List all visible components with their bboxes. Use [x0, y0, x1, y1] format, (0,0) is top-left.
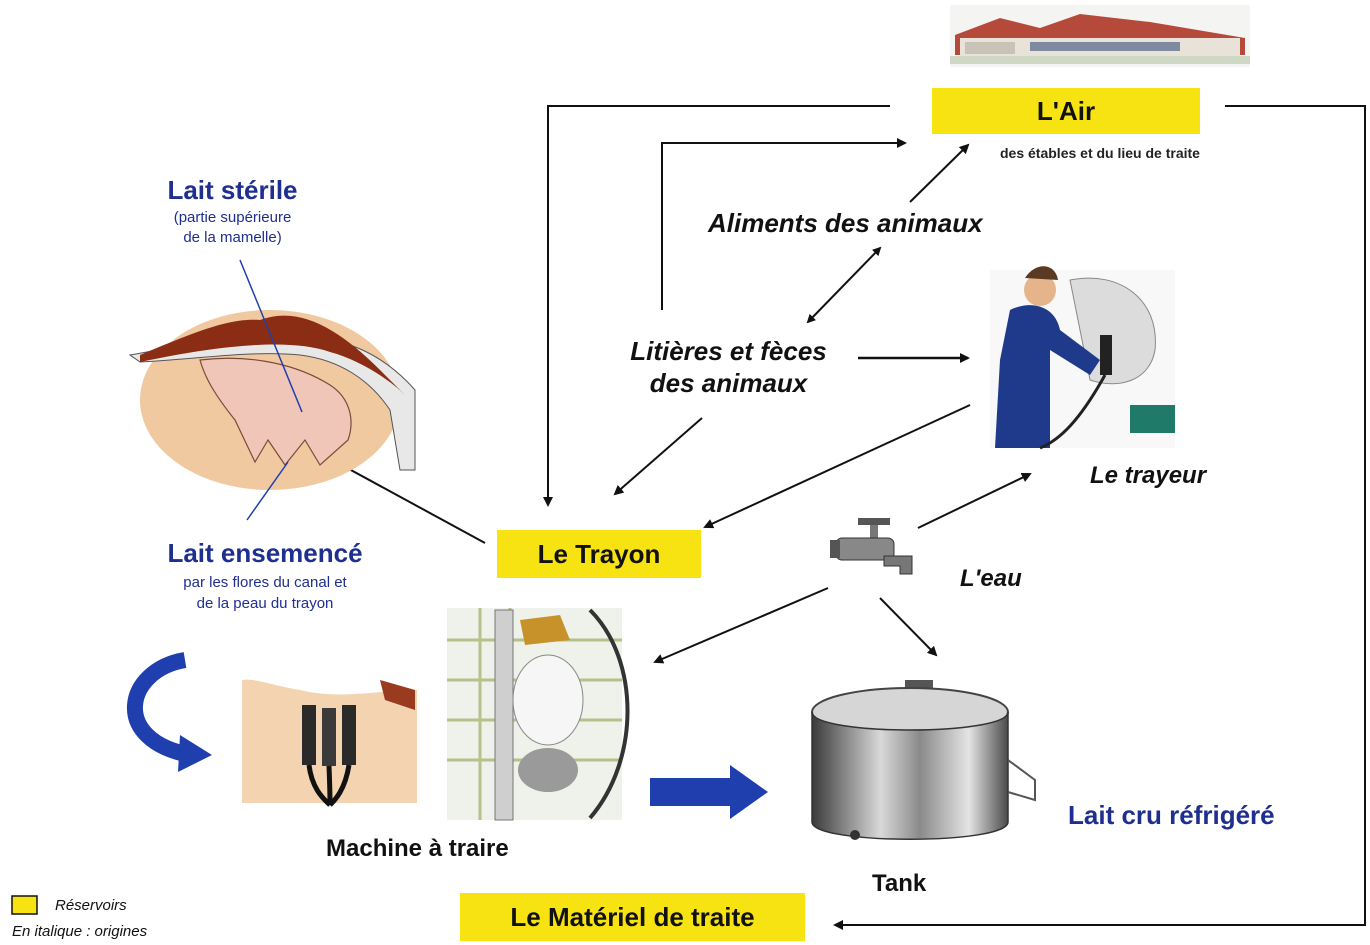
barn-image — [950, 5, 1250, 67]
milking-machine-image — [447, 608, 630, 821]
water-tap-icon — [830, 518, 913, 575]
legend-reservoirs: Réservoirs — [55, 897, 127, 914]
tank-image — [805, 662, 1036, 862]
trayon-to-udder-arrow — [336, 462, 486, 544]
legend-italics: En italique : origines — [12, 923, 148, 940]
eau-to-machine-arrow — [653, 587, 829, 664]
lait-ensemence-line1: par les flores du canal et — [183, 574, 347, 591]
rotation-arrow — [126, 652, 192, 763]
aliments-to-air-arrow — [909, 143, 970, 203]
trayeur-to-trayon-arrow — [703, 404, 971, 529]
trayon-reservoir-box: Le Trayon — [497, 530, 701, 578]
materiel-reservoir-box: Le Matériel de traite — [460, 893, 805, 941]
udder-image — [128, 259, 416, 521]
aliments-label: Aliments des animaux — [708, 208, 983, 238]
litieres-label-line1: Litières et fèces — [630, 336, 827, 366]
litieres-label-line2: des animaux — [649, 368, 808, 398]
air-subtitle: des étables et du lieu de traite — [1000, 145, 1200, 161]
materiel-reservoir-label: Le Matériel de traite — [510, 901, 755, 932]
air-to-trayon-arrow — [543, 105, 890, 507]
litieres-to-trayon-arrow — [613, 417, 703, 496]
lait-ensemence-title: Lait ensemencé — [167, 538, 363, 568]
milker-image — [990, 266, 1175, 450]
air-reservoir-label: L'Air — [1036, 95, 1096, 126]
trayeur-label: Le trayeur — [1090, 462, 1207, 489]
eau-to-tank-arrow — [879, 597, 938, 657]
trayon-reservoir-label: Le Trayon — [537, 538, 661, 569]
tank-label: Tank — [872, 870, 927, 897]
eau-label: L'eau — [960, 565, 1022, 592]
flow-arrow — [650, 765, 768, 819]
lait-sterile-title: Lait stérile — [167, 175, 298, 205]
legend-swatch — [11, 895, 38, 915]
lait-sterile-line1: (partie supérieure — [173, 209, 292, 226]
lait-ensemence-line2: de la peau du trayon — [196, 595, 334, 612]
air-reservoir-box: L'Air — [932, 88, 1200, 134]
lait-sterile-line2: de la mamelle) — [183, 229, 282, 246]
milking-cluster-image — [242, 668, 417, 807]
aliments-litieres-arrow — [806, 246, 882, 324]
litieres-to-air-arrow — [661, 138, 907, 310]
eau-to-trayeur-arrow — [917, 472, 1032, 529]
machine-label: Machine à traire — [326, 835, 509, 862]
lait-cru-label: Lait cru réfrigéré — [1068, 800, 1275, 830]
air-to-materiel-arrow — [833, 105, 1366, 930]
